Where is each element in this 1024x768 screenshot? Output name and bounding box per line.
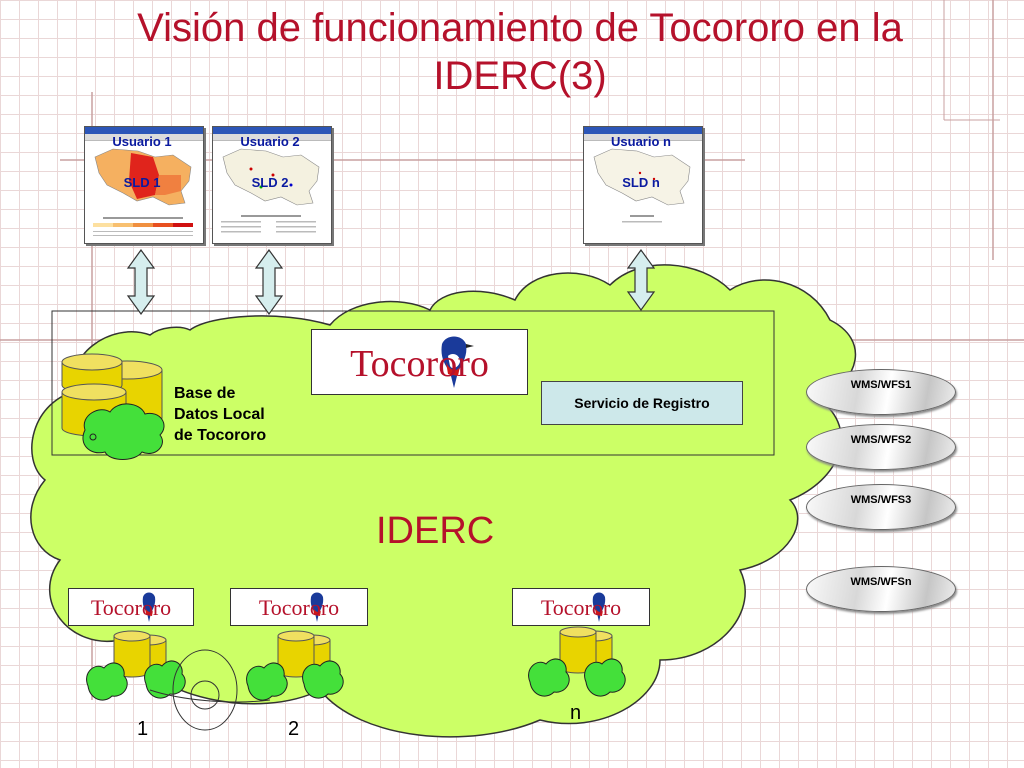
logo-text: Tocororo	[90, 595, 172, 620]
tocororo-logo-node-2: Tocororo	[230, 588, 368, 626]
user-n-screenshot	[583, 126, 703, 244]
wms-wfs-label: WMS/WFS1	[850, 379, 912, 391]
tocororo-bird-icon	[142, 592, 156, 622]
logo-text: Tocororo	[258, 595, 340, 620]
local-database-label: Base de Datos Local de Tocororo	[174, 383, 266, 446]
tocororo-logo-node-1: Tocororo	[68, 588, 194, 626]
wms-wfs-3: WMS/WFS3	[806, 484, 956, 530]
tocororo-system-frame	[51, 310, 775, 456]
wms-wfs-label: WMS/WFS3	[850, 494, 912, 506]
wms-wfs-n: WMS/WFSn	[806, 566, 956, 612]
logo-text: Tocororo	[350, 343, 489, 385]
database-label-line: Datos Local	[174, 406, 265, 423]
registry-service-box: Servicio de Registro	[541, 381, 743, 425]
iderc-label: IDERC	[376, 510, 495, 552]
node-label-2: 2	[288, 718, 300, 740]
logo-text: Tocororo	[540, 595, 622, 620]
user-1-screenshot	[84, 126, 204, 244]
thematic-map	[222, 148, 320, 206]
database-label-line: Base de	[174, 385, 236, 402]
user-2-screenshot	[212, 126, 332, 244]
node-label-n: n	[570, 702, 582, 724]
tocororo-bird-icon	[441, 336, 474, 388]
user-n-label: Usuario n	[611, 134, 671, 149]
wms-wfs-1: WMS/WFS1	[806, 369, 956, 415]
tocororo-logo-node-n: Tocororo	[512, 588, 650, 626]
arrow-user-n	[626, 248, 656, 312]
node-1-database	[113, 630, 167, 678]
sld-n-label: SLD n	[622, 175, 660, 190]
node-connection	[149, 649, 271, 731]
node-label-1: 1	[137, 718, 149, 740]
arrow-user-2	[254, 248, 284, 316]
selection-map	[593, 148, 691, 206]
tree-icon	[246, 660, 344, 701]
map-legend	[221, 215, 316, 233]
tocororo-bird-icon	[592, 592, 606, 622]
map-legend	[93, 217, 193, 236]
database-label-line: de Tocororo	[174, 427, 267, 444]
user-1-label: Usuario 1	[112, 134, 172, 149]
user-2-label: Usuario 2	[240, 134, 300, 149]
sld-2-label: SLD 2	[251, 175, 289, 190]
tree-icon	[82, 403, 165, 460]
page-title: Visión de funcionamiento de Tocororo en …	[137, 6, 903, 98]
tocororo-logo: Tocororo	[311, 329, 528, 395]
sld-1-label: SLD 1	[123, 175, 161, 190]
wms-wfs-label: WMS/WFSn	[850, 576, 912, 588]
wms-wfs-2: WMS/WFS2	[806, 424, 956, 470]
tree-icon	[528, 658, 626, 697]
choropleth-map	[94, 148, 192, 206]
tree-icon	[86, 660, 186, 701]
tocororo-bird-icon	[310, 592, 324, 622]
arrow-user-1	[126, 248, 156, 316]
wms-wfs-label: WMS/WFS2	[850, 434, 912, 446]
map-legend	[622, 215, 662, 223]
